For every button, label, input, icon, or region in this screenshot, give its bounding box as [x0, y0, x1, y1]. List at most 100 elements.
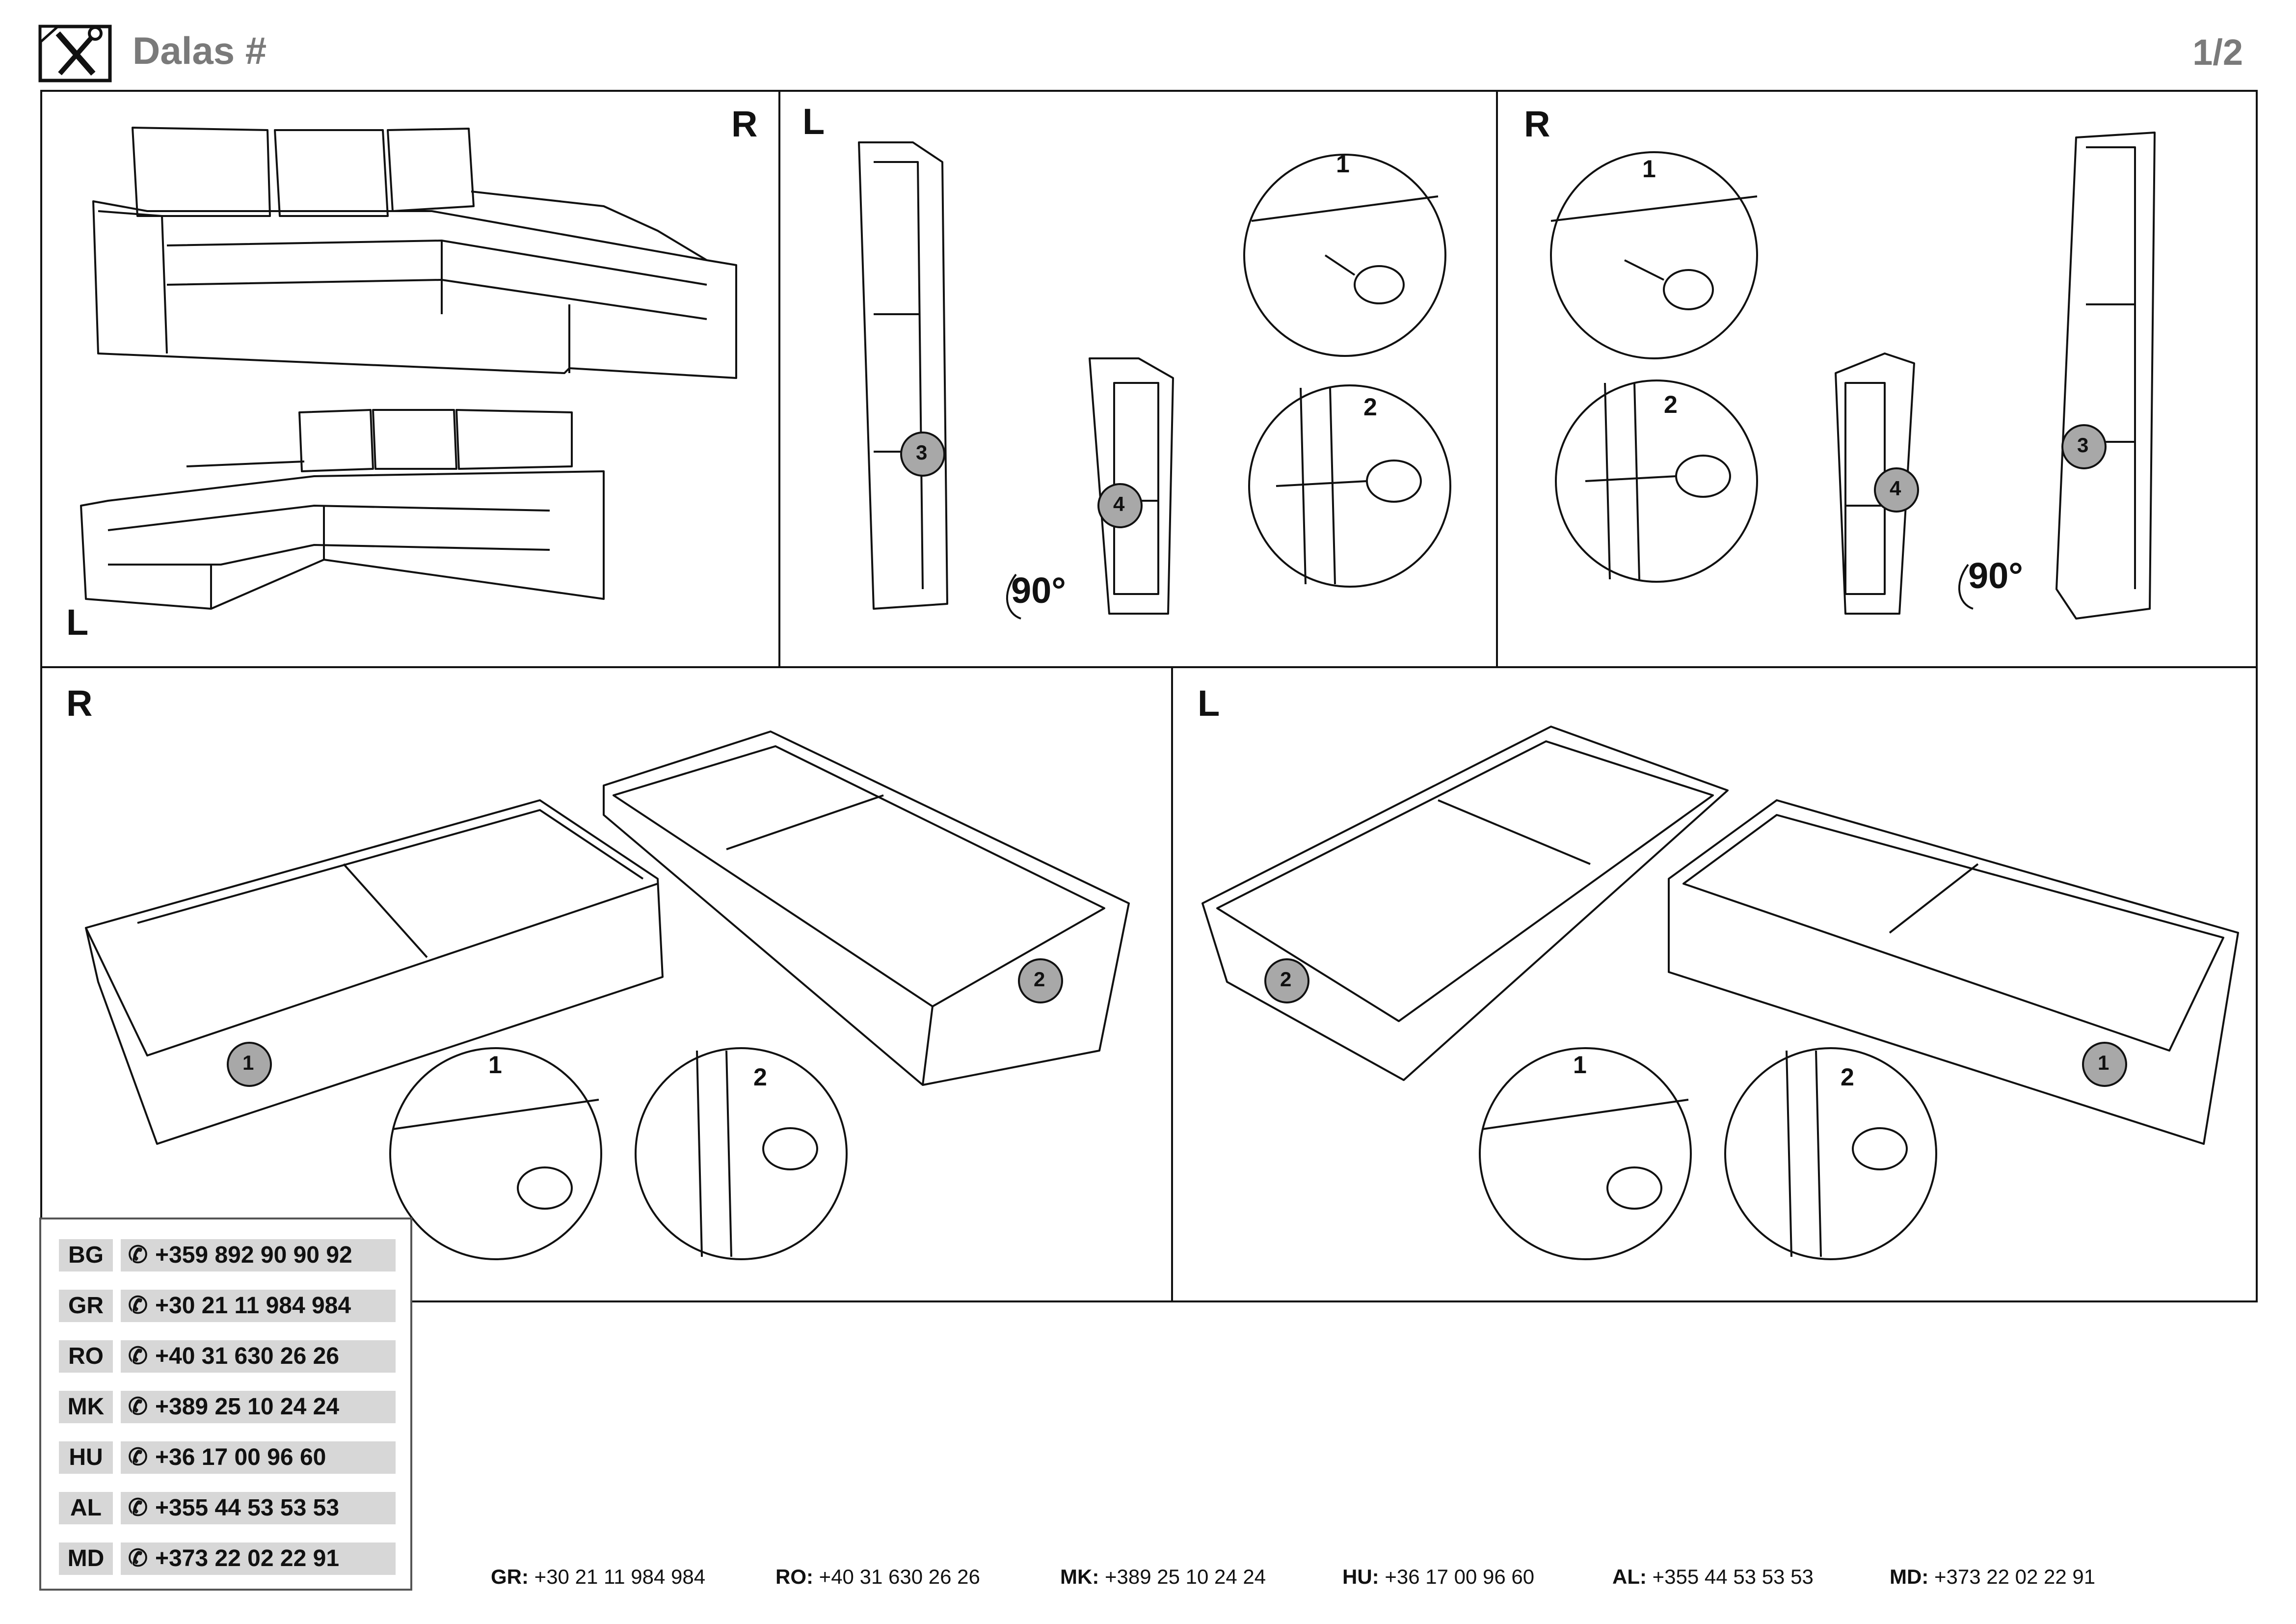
phone-icon: ✆: [128, 1343, 148, 1369]
phone-field: ✆+40 31 630 26 26: [121, 1340, 396, 1373]
footer-contact: AL: +355 44 53 53 53: [1612, 1565, 1814, 1589]
instruction-grid: [40, 90, 2258, 1302]
step-number: 1: [1573, 1051, 1587, 1079]
sofa-illustration-r: [92, 127, 737, 379]
country-code: MK: [59, 1391, 113, 1423]
side-panel-l-3: [858, 141, 948, 610]
divider: [1171, 666, 1173, 1302]
panel-label-l: L: [66, 602, 89, 643]
detail-circle-1: [1243, 154, 1446, 357]
panel-label-r: R: [1524, 104, 1550, 144]
footer-phone: +30 21 11 984 984: [534, 1565, 706, 1588]
phone-field: ✆ +355 44 53 53 53: [121, 1492, 396, 1524]
step-number: 2: [753, 1063, 767, 1091]
step-number: 2: [1841, 1063, 1854, 1091]
phone-icon: ✆: [128, 1394, 148, 1420]
contact-row: BG ✆ +359 892 90 90 92: [59, 1239, 398, 1272]
footer-phone: +40 31 630 26 26: [819, 1565, 980, 1588]
contact-table: BG ✆ +359 892 90 90 92 GR ✆ +30 21 11 984 …: [39, 1218, 412, 1591]
detail-circle-2: [1724, 1047, 1937, 1260]
rotate-label: 90°: [1011, 570, 1066, 611]
part-number: 4: [1890, 477, 1901, 500]
phone-number: +389 25 10 24 24: [155, 1394, 340, 1420]
phone-field: ✆ +389 25 10 24 24: [121, 1391, 396, 1423]
phone-number: +30 21 11 984 984: [155, 1293, 351, 1319]
sofa-illustration-l: [80, 409, 605, 610]
footer-code: AL:: [1612, 1565, 1647, 1588]
detail-circle-1: [1550, 151, 1758, 359]
panel-label-r: R: [731, 104, 758, 144]
box-2-r: [603, 731, 1130, 1086]
panel-label-l: L: [1198, 683, 1220, 724]
footer-code: HU:: [1342, 1565, 1379, 1588]
footer-code: RO:: [775, 1565, 813, 1588]
phone-icon: ✆: [128, 1242, 148, 1268]
footer-code: GR:: [491, 1565, 529, 1588]
phone-field: ✆ +30 21 11 984 984: [121, 1290, 396, 1322]
box-1-l: [1668, 799, 2239, 1145]
footer-code: MK:: [1060, 1565, 1099, 1588]
country-code: MD: [59, 1543, 113, 1575]
footer-contact: MD: +373 22 02 22 91: [1890, 1565, 2095, 1589]
panel-label-l: L: [802, 101, 825, 142]
detail-circle-2: [1248, 384, 1451, 588]
side-panel-l-4: [1089, 357, 1174, 615]
divider: [778, 92, 780, 666]
step-number: 1: [488, 1051, 502, 1079]
panel-label-r: R: [66, 683, 93, 724]
footer-phone: +373 22 02 22 91: [1934, 1565, 2096, 1588]
footer-phone: +355 44 53 53 53: [1652, 1565, 1814, 1588]
detail-circle-2: [635, 1047, 848, 1260]
phone-number: +359 892 90 90 92: [155, 1242, 352, 1268]
footer-contact: HU: +36 17 00 96 60: [1342, 1565, 1534, 1589]
country-code: RO: [59, 1340, 113, 1373]
phone-icon: ✆: [128, 1293, 148, 1319]
step-number: 2: [1664, 391, 1678, 418]
contact-row: MD ✆ +373 22 02 22 91: [59, 1543, 398, 1575]
country-code: BG: [59, 1239, 113, 1272]
rotate-arrow-icon: [1958, 564, 1974, 610]
step-number: 1: [1336, 150, 1350, 178]
country-code: GR: [59, 1290, 113, 1322]
footer-phone: +389 25 10 24 24: [1104, 1565, 1266, 1588]
box-2-l: [1201, 726, 1729, 1081]
phone-number: +373 22 02 22 91: [155, 1545, 340, 1571]
footer-contact: RO: +40 31 630 26 26: [775, 1565, 980, 1589]
footer-phone: +36 17 00 96 60: [1385, 1565, 1535, 1588]
part-number: 4: [1113, 492, 1125, 515]
phone-field: ✆ +373 22 02 22 91: [121, 1543, 396, 1575]
rotate-label: 90°: [1968, 555, 2023, 596]
detail-circle-2: [1555, 379, 1758, 583]
contact-row: HU ✆+36 17 00 96 60: [59, 1441, 398, 1474]
contact-row: MK ✆ +389 25 10 24 24: [59, 1391, 398, 1423]
country-code: AL: [59, 1492, 113, 1524]
contact-row: AL ✆ +355 44 53 53 53: [59, 1492, 398, 1524]
part-number: 3: [916, 441, 928, 464]
part-number: 1: [2098, 1051, 2109, 1074]
detail-circle-1: [389, 1047, 602, 1260]
part-number: 1: [242, 1051, 254, 1074]
phone-icon: ✆: [128, 1545, 148, 1571]
phone-number: +355 44 53 53 53: [155, 1495, 340, 1521]
side-panel-r-3: [2056, 132, 2156, 620]
document-title: Dalas #: [133, 29, 267, 72]
step-number: 1: [1642, 155, 1656, 183]
step-number: 2: [1363, 393, 1377, 421]
detail-circle-1: [1479, 1047, 1692, 1260]
tools-icon: [38, 25, 112, 82]
part-number: 3: [2077, 433, 2089, 457]
footer-code: MD:: [1890, 1565, 1929, 1588]
phone-field: ✆+36 17 00 96 60: [121, 1441, 396, 1474]
phone-icon: ✆: [128, 1444, 148, 1470]
footer-contact: MK: +389 25 10 24 24: [1060, 1565, 1266, 1589]
divider: [1496, 92, 1498, 666]
divider: [42, 666, 2258, 668]
part-number: 2: [1034, 968, 1045, 991]
part-markers: [227, 424, 2127, 1087]
phone-icon: ✆: [128, 1495, 148, 1521]
footer-contact: GR: +30 21 11 984 984: [491, 1565, 705, 1589]
box-1-r: [85, 799, 664, 1145]
contact-row: GR ✆ +30 21 11 984 984: [59, 1290, 398, 1322]
country-code: HU: [59, 1441, 113, 1474]
